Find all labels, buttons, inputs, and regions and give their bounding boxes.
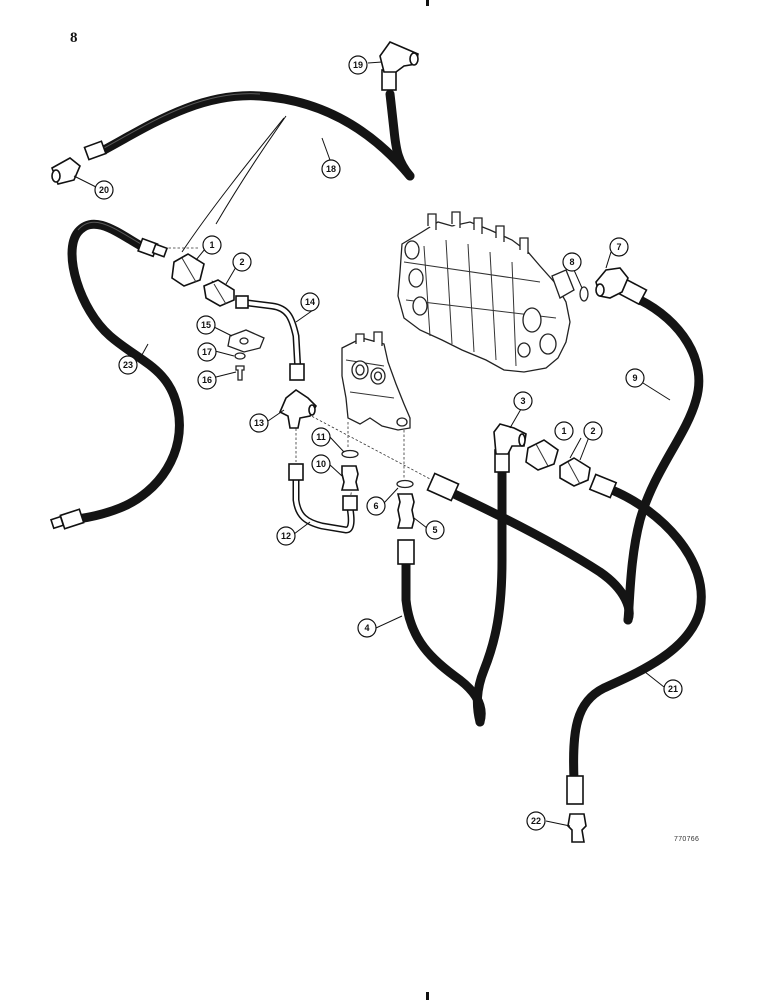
svg-text:1: 1 [209,240,214,250]
svg-text:12: 12 [281,531,291,541]
callout-21: 21 [663,679,683,699]
callout-15: 15 [196,315,216,335]
callout-3: 3 [513,391,533,411]
o-ring-6 [396,479,414,489]
svg-text:16: 16 [202,375,212,385]
svg-text:13: 13 [254,418,264,428]
callout-12: 12 [276,526,296,546]
fitting-22 [567,813,587,843]
callout-23: 23 [118,355,138,375]
svg-text:5: 5 [432,525,437,535]
svg-text:3: 3 [520,396,525,406]
svg-text:19: 19 [353,60,363,70]
callout-11: 11 [311,427,331,447]
drawing-code: 770766 [674,836,700,843]
page-number: 8 [70,30,78,46]
callout-19: 19 [348,55,368,75]
svg-text:8: 8 [569,257,574,267]
hose-from-elbow-3 [472,465,507,727]
callout-1a: 1 [202,235,222,255]
callout-9: 9 [625,368,645,388]
svg-text:21: 21 [668,684,678,694]
hose-21 [569,485,706,785]
svg-text:2: 2 [239,257,244,267]
svg-text:9: 9 [632,373,637,383]
svg-text:11: 11 [316,432,326,442]
svg-text:15: 15 [201,320,211,330]
callout-10: 10 [311,454,331,474]
adapter-5 [396,493,415,529]
hose-9 [623,295,704,625]
hose-manifold-to-valve [445,487,634,625]
svg-text:10: 10 [316,459,326,469]
svg-text:7: 7 [616,242,621,252]
svg-text:14: 14 [305,297,315,307]
callout-14: 14 [300,292,320,312]
callout-2b: 2 [583,421,603,441]
svg-text:1: 1 [561,426,566,436]
callout-16: 16 [197,370,217,390]
svg-text:22: 22 [531,816,541,826]
hose-18-left-fitting [83,140,107,161]
svg-text:6: 6 [373,501,378,511]
manifold-block [341,331,411,431]
svg-text:4: 4 [364,623,369,633]
svg-text:23: 23 [123,360,133,370]
coupling-2-right [559,457,591,487]
hose-4 [401,555,486,727]
callout-8: 8 [562,252,582,272]
svg-text:17: 17 [202,347,212,357]
hose-4-upper-fitting [397,539,415,565]
callout-22: 22 [526,811,546,831]
adapter-10 [340,465,360,491]
hose-manifold-fitting [426,472,460,502]
control-valve-bank [397,211,575,373]
elbow-fitting-3 [493,423,527,455]
hose-21-upper-fitting [588,473,618,499]
callout-5: 5 [425,520,445,540]
washer-17 [234,352,246,360]
hose-21-lower-fitting [566,775,584,805]
hose-18-upper-fitting [381,69,397,91]
hose-18 [99,91,415,181]
callout-13: 13 [249,413,269,433]
tee-fitting-13 [278,389,318,429]
svg-text:20: 20 [99,185,109,195]
svg-text:18: 18 [326,164,336,174]
bottom-crop-mark [426,992,429,1000]
o-ring-11 [341,449,359,459]
callout-20: 20 [94,180,114,200]
callout-18: 18 [321,159,341,179]
top-crop-mark [426,0,429,6]
coupling-1-left [171,253,205,287]
callout-2a: 2 [232,252,252,272]
bolt-16 [235,365,245,381]
svg-text:2: 2 [590,426,595,436]
callout-1b: 1 [554,421,574,441]
callout-7: 7 [609,237,629,257]
callout-6: 6 [366,496,386,516]
callout-17: 17 [197,342,217,362]
o-ring-8 [579,286,589,302]
callout-4: 4 [357,618,377,638]
hose-23 [67,219,184,525]
